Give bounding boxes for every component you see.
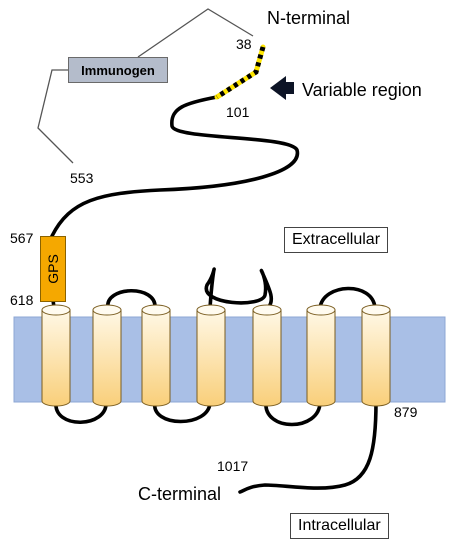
immunogen-label: Immunogen [68, 57, 168, 83]
tm-helix-6 [306, 304, 336, 407]
c-terminal-label: C-terminal [138, 484, 222, 504]
residue-567-label: 567 [10, 230, 34, 246]
gps-domain: GPS [40, 236, 66, 302]
tm-helix-1 [41, 304, 71, 407]
variable-region-arrow [270, 76, 294, 100]
tm-helix-5 [252, 304, 282, 407]
extracellular-label: Extracellular [284, 227, 389, 253]
extracellular-loop-1 [106, 288, 157, 310]
intracellular-loop-3 [264, 400, 322, 427]
tm-helix-7 [361, 304, 391, 407]
extracellular-loop-2 [204, 267, 274, 310]
transmembrane-helices [41, 304, 391, 407]
variable-region-segment [214, 44, 266, 100]
residue-553-label: 553 [70, 170, 94, 186]
tm-helix-4 [196, 304, 226, 407]
residue-101-label: 101 [226, 104, 250, 120]
intracellular-label: Intracellular [290, 513, 389, 539]
residue-879-label: 879 [394, 404, 418, 420]
intracellular-loop-2 [153, 400, 212, 424]
intracellular-c-chain [238, 400, 378, 494]
tm-helix-3 [141, 304, 171, 407]
residue-38-label: 38 [236, 36, 252, 52]
residue-618-label: 618 [10, 292, 34, 308]
intracellular-loop-1 [54, 400, 108, 424]
gps-label: GPS [45, 254, 62, 284]
n-terminal-label: N-terminal [267, 8, 351, 28]
immunogen-bracket [37, 8, 254, 164]
variable-region-label: Variable region [302, 80, 422, 100]
extracellular-n-chain [50, 95, 300, 238]
residue-1017-label: 1017 [217, 458, 249, 474]
extracellular-loop-3 [318, 286, 377, 310]
tm-helix-2 [92, 304, 122, 407]
